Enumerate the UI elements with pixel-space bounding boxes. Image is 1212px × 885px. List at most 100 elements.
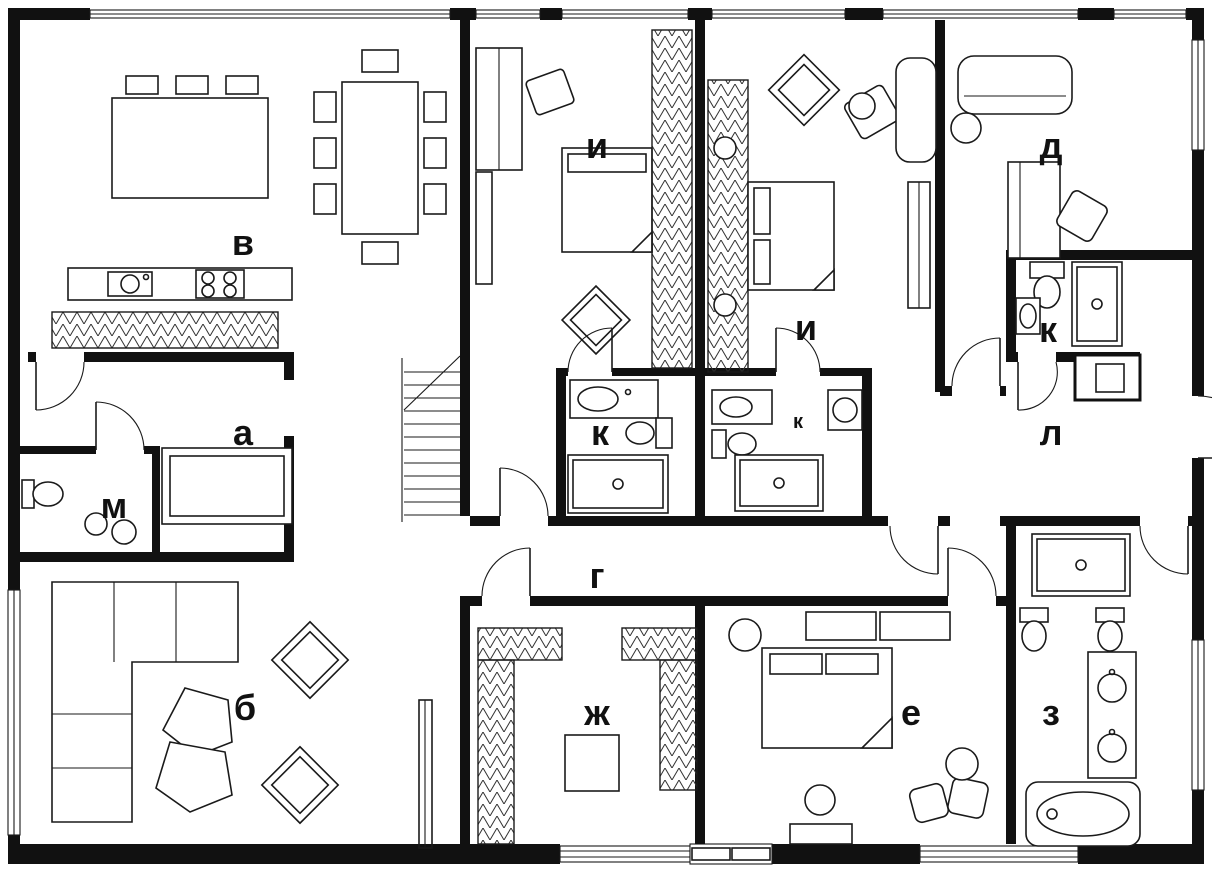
room-a-hall: [161, 447, 293, 525]
door-k1: [567, 327, 613, 373]
door-v-to-a: [35, 361, 85, 411]
exterior-walls: [8, 8, 1204, 864]
kitchen-counter: [67, 267, 293, 301]
room-label-g: г: [590, 555, 605, 596]
door-z: [1139, 525, 1189, 575]
window: [919, 845, 1079, 863]
stool: [713, 136, 737, 160]
shower: [1071, 261, 1123, 347]
room-label-zh: ж: [583, 692, 610, 733]
armchair: [260, 745, 340, 825]
room-label-m: м: [101, 485, 128, 526]
room-label-k1: к: [591, 412, 610, 453]
room-labels: в а м б и и к к к г ж е д л з: [101, 125, 1063, 733]
room-k2-bathroom: [711, 389, 863, 512]
window: [561, 9, 689, 19]
vanity-sink: [711, 389, 773, 425]
stool: [125, 75, 159, 95]
room-z-bathroom: [1019, 533, 1141, 847]
vanity-counter: [1087, 651, 1137, 779]
corner-sofa: [51, 581, 239, 823]
dining-chair: [423, 137, 447, 169]
room-label-k2: к: [793, 411, 804, 433]
room-label-l: л: [1040, 412, 1063, 453]
dining-table: [341, 81, 419, 235]
dining-chair: [313, 91, 337, 123]
dining-chair: [313, 137, 337, 169]
sink: [1015, 297, 1041, 335]
desk: [789, 823, 853, 845]
washer: [84, 512, 108, 536]
door-zh: [481, 547, 531, 597]
door-e: [947, 547, 997, 597]
toilet: [711, 429, 757, 459]
pouf: [728, 618, 762, 652]
closet-hatch: [651, 29, 693, 369]
armchair: [560, 284, 632, 356]
window: [1191, 639, 1205, 791]
window: [7, 589, 21, 836]
window: [559, 845, 691, 863]
island-dresser: [564, 734, 620, 792]
radiator: [907, 181, 931, 309]
armchair: [525, 68, 575, 116]
room-label-e: е: [901, 692, 921, 733]
armchair: [767, 53, 841, 127]
dresser: [805, 611, 877, 641]
window: [1191, 39, 1205, 151]
room-zh-wardrobe: [477, 627, 698, 845]
windows: [7, 9, 1205, 865]
room-label-b: б: [234, 687, 256, 728]
dining-chair: [361, 49, 399, 73]
floor-lamp: [848, 92, 876, 120]
room-d-study: [950, 55, 1108, 259]
balcony-door: [689, 843, 773, 865]
room-label-v: в: [232, 222, 254, 263]
door-i1: [499, 467, 549, 517]
stool: [713, 293, 737, 317]
closet-hatch: [659, 659, 698, 791]
dryer: [111, 519, 137, 545]
washer: [827, 389, 863, 431]
closet-hatch: [707, 79, 749, 373]
closet-hatch: [477, 627, 563, 661]
room-k1-bathroom: [567, 379, 673, 514]
toilet: [625, 417, 673, 449]
room-m-wc: [21, 479, 137, 545]
door-k2: [775, 327, 821, 373]
coffee-table: [155, 687, 233, 813]
desk: [1007, 161, 1061, 259]
dining-chair: [313, 183, 337, 215]
window: [1113, 9, 1187, 19]
dresser: [879, 611, 951, 641]
shelf: [475, 171, 493, 285]
large-table: [111, 97, 269, 199]
armchair: [270, 620, 350, 700]
radiator-cabinet: [51, 311, 279, 349]
room-v-kitchen-dining: [51, 49, 447, 349]
vanity-sink: [569, 379, 659, 419]
radiator: [418, 699, 433, 849]
room-label-z: з: [1042, 692, 1060, 733]
stool: [175, 75, 209, 95]
bidet: [1095, 607, 1125, 652]
bed: [747, 181, 835, 291]
cabinet: [895, 57, 937, 163]
chair: [947, 777, 989, 819]
closet-hatch: [621, 627, 698, 661]
shower: [734, 454, 824, 512]
door-m: [95, 401, 145, 451]
bed: [761, 647, 893, 749]
bench: [161, 447, 293, 525]
room-b-living: [51, 581, 433, 849]
side-table: [945, 747, 979, 781]
dining-chair: [423, 183, 447, 215]
room-label-d: д: [1040, 125, 1063, 166]
side-table: [950, 112, 982, 144]
shower: [567, 454, 669, 514]
dining-chair: [361, 241, 399, 265]
room-e-bedroom: [728, 611, 989, 845]
sofa: [957, 55, 1073, 115]
wardrobe: [475, 47, 523, 171]
